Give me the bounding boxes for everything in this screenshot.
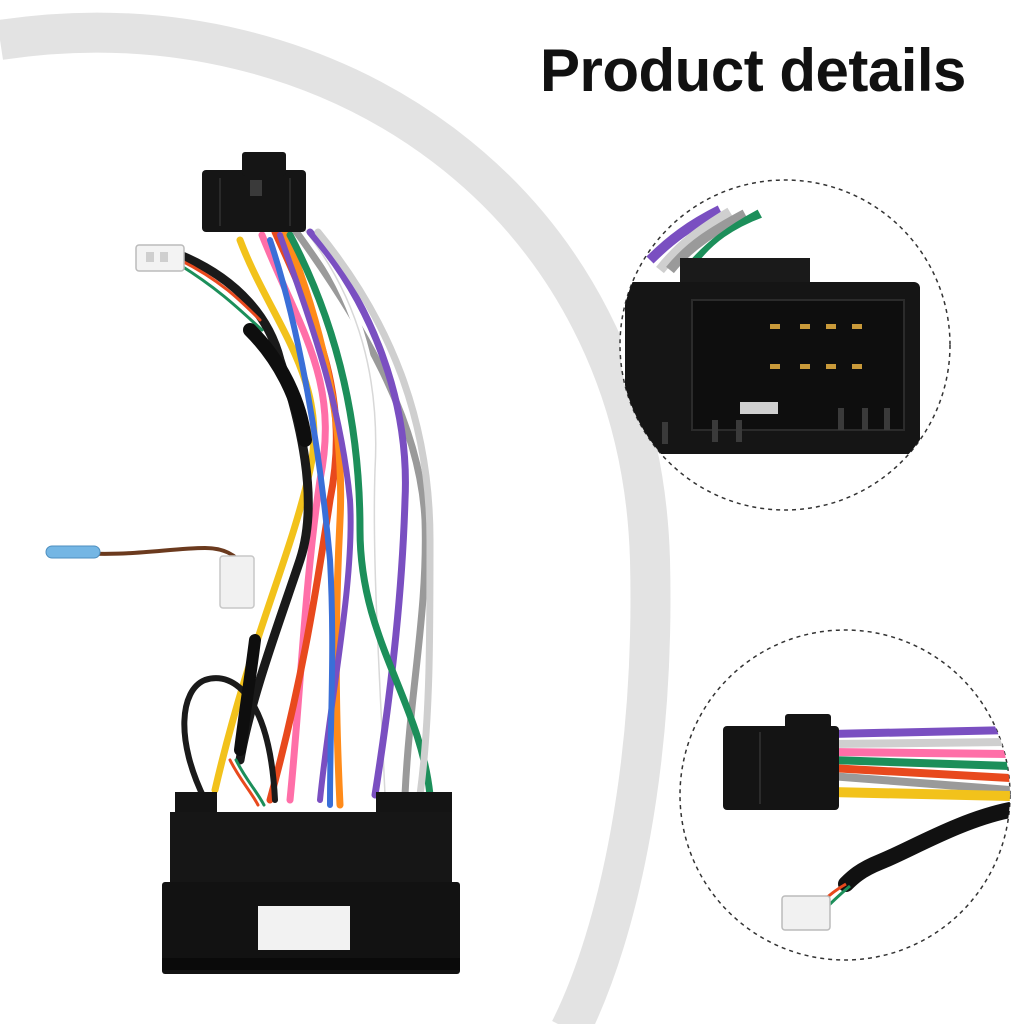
- heat-shrink: [243, 323, 312, 447]
- white-clip: [219, 555, 255, 609]
- detail-view-plug-closeup: [679, 629, 1011, 961]
- main-bottom-connector: [162, 792, 460, 974]
- top-plug-connector: [202, 152, 306, 232]
- harness-wires: [68, 225, 434, 809]
- sensor-probe: [45, 545, 101, 559]
- decorative-arc: [0, 12, 671, 1024]
- main-harness: [45, 152, 460, 974]
- detail-view-connector-face: [619, 179, 951, 511]
- page-title: Product details: [540, 37, 966, 104]
- small-white-connector: [135, 244, 185, 272]
